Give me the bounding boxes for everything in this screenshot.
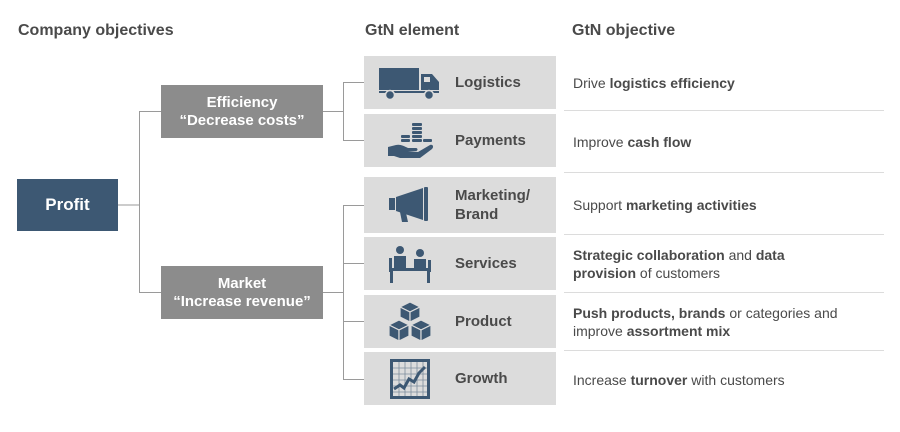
element-label: Payments (455, 132, 526, 149)
header-gtn-element: GtN element (365, 22, 460, 39)
divider (564, 234, 884, 235)
truck-icon (378, 63, 442, 103)
element-label: Logistics (455, 74, 521, 91)
header-company-objectives: Company objectives (18, 22, 174, 39)
objective-logistics: Drive logistics efficiency (573, 74, 883, 92)
megaphone-icon (378, 185, 442, 225)
objective-text: Drive logistics efficiency (573, 74, 735, 92)
objective-run: logistics efficiency (609, 75, 735, 91)
objective-run: Support (573, 197, 626, 213)
divider (564, 172, 884, 173)
header-gtn-objective: GtN objective (572, 22, 676, 39)
objective-run: and (724, 247, 756, 263)
element-label: Services (455, 255, 517, 272)
divider (564, 350, 884, 351)
element-label: Marketing/ Brand (455, 187, 531, 223)
objective-run: or categories and improve (573, 305, 838, 339)
objective-run: Drive (573, 75, 610, 91)
objective-run: Push products, brands (573, 305, 726, 321)
divider (564, 110, 884, 111)
hand-coins-icon (378, 121, 442, 161)
objective-text: Increase turnover with customers (573, 371, 785, 389)
element-logistics: Logistics (364, 56, 556, 109)
objective-growth: Increase turnover with customers (573, 371, 883, 389)
objective-run: Improve (573, 134, 628, 150)
element-label: Growth (455, 370, 508, 387)
objective-marketing: Support marketing activities (573, 196, 883, 214)
objective-run: with customers (687, 372, 785, 388)
objective-run: assortment mix (626, 323, 731, 339)
objective-text: Support marketing activities (573, 196, 757, 214)
element-product: Product (364, 295, 556, 348)
category-efficiency-title: Efficiency (206, 93, 278, 111)
objective-text: Push products, brands or categories and … (573, 304, 843, 340)
element-label: Product (455, 313, 512, 330)
objective-run: data provision (573, 247, 785, 281)
divider (564, 292, 884, 293)
growth-chart-icon (378, 358, 442, 399)
objective-run: Strategic collaboration (573, 247, 725, 263)
element-services: Services (364, 237, 556, 290)
objective-text: Improve cash flow (573, 133, 691, 151)
category-market-title: Market (217, 274, 267, 292)
category-efficiency: Efficiency “Decrease costs” (161, 85, 323, 138)
profit-box: Profit (17, 179, 118, 231)
people-meeting-icon (378, 244, 442, 284)
objective-run: cash flow (627, 134, 692, 150)
element-marketing-brand: Marketing/ Brand (364, 177, 556, 233)
category-efficiency-subtitle: “Decrease costs” (179, 111, 305, 129)
element-payments: Payments (364, 114, 556, 167)
objective-run: marketing activities (625, 197, 757, 213)
objective-run: of customers (636, 265, 721, 281)
category-market-subtitle: “Increase revenue” (173, 292, 311, 310)
objective-payments: Improve cash flow (573, 133, 883, 151)
objective-run: Increase (573, 372, 631, 388)
objective-product: Push products, brands or categories and … (573, 304, 843, 340)
objective-run: turnover (630, 372, 688, 388)
profit-label: Profit (45, 195, 90, 214)
objective-services: Strategic collaboration and data provisi… (573, 246, 823, 282)
cubes-icon (378, 300, 442, 342)
element-growth: Growth (364, 352, 556, 405)
category-market: Market “Increase revenue” (161, 266, 323, 319)
objective-text: Strategic collaboration and data provisi… (573, 246, 823, 282)
